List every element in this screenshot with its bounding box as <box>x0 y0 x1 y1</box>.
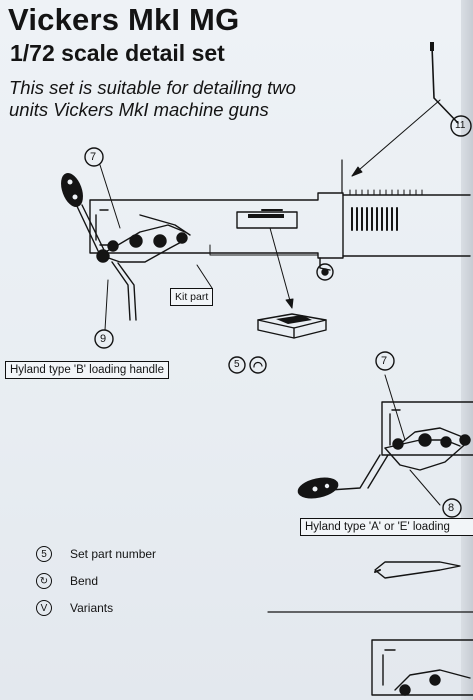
gun-body <box>89 159 471 309</box>
callout-8: 8 <box>448 502 455 514</box>
callout-5: 5 <box>234 359 240 370</box>
part-5-fret <box>257 313 327 339</box>
bend-symbol-arrow <box>253 361 263 368</box>
legend-item-part-number: 5 Set part number <box>36 545 156 563</box>
part-11-wire <box>351 42 459 177</box>
kit-part-leader <box>196 264 213 289</box>
callout-5-circle <box>228 356 246 374</box>
hyland-b-handle <box>61 164 191 331</box>
legend-item-variants: V Variants <box>36 599 113 617</box>
callout-9: 9 <box>100 333 107 345</box>
legend-text: Set part number <box>70 547 157 561</box>
bend-icon: ↻ <box>36 573 52 589</box>
callout-7-lower: 7 <box>381 355 388 367</box>
compatibility-note: This set is suitable for detailing two u… <box>9 77 296 120</box>
legend-text: Bend <box>70 574 99 588</box>
callout-7-lower-circle <box>375 351 395 371</box>
lower-parts <box>267 561 473 696</box>
page-title: Vickers MkI MG <box>8 2 240 37</box>
bend-symbol-circle <box>249 356 267 374</box>
legend-text: Variants <box>70 601 114 615</box>
callout-8-circle <box>442 498 462 518</box>
variants-icon: V <box>36 600 52 616</box>
kit-part-label: Kit part <box>170 288 214 306</box>
callout-9-circle <box>94 329 114 349</box>
callout-7-top-circle <box>84 147 104 167</box>
page-subtitle: 1/72 scale detail set <box>10 40 225 66</box>
part-number-icon: 5 <box>36 546 52 562</box>
callout-11-circle <box>450 115 472 137</box>
hyland-ae-assembly <box>297 374 473 506</box>
hyland-b-label: Hyland type 'B' loading handle <box>5 361 169 379</box>
legend-item-bend: ↻ Bend <box>36 572 98 590</box>
hyland-ae-label: Hyland type 'A' or 'E' loading <box>300 518 473 536</box>
callout-11: 11 <box>455 120 466 131</box>
callout-7-top: 7 <box>90 151 97 163</box>
